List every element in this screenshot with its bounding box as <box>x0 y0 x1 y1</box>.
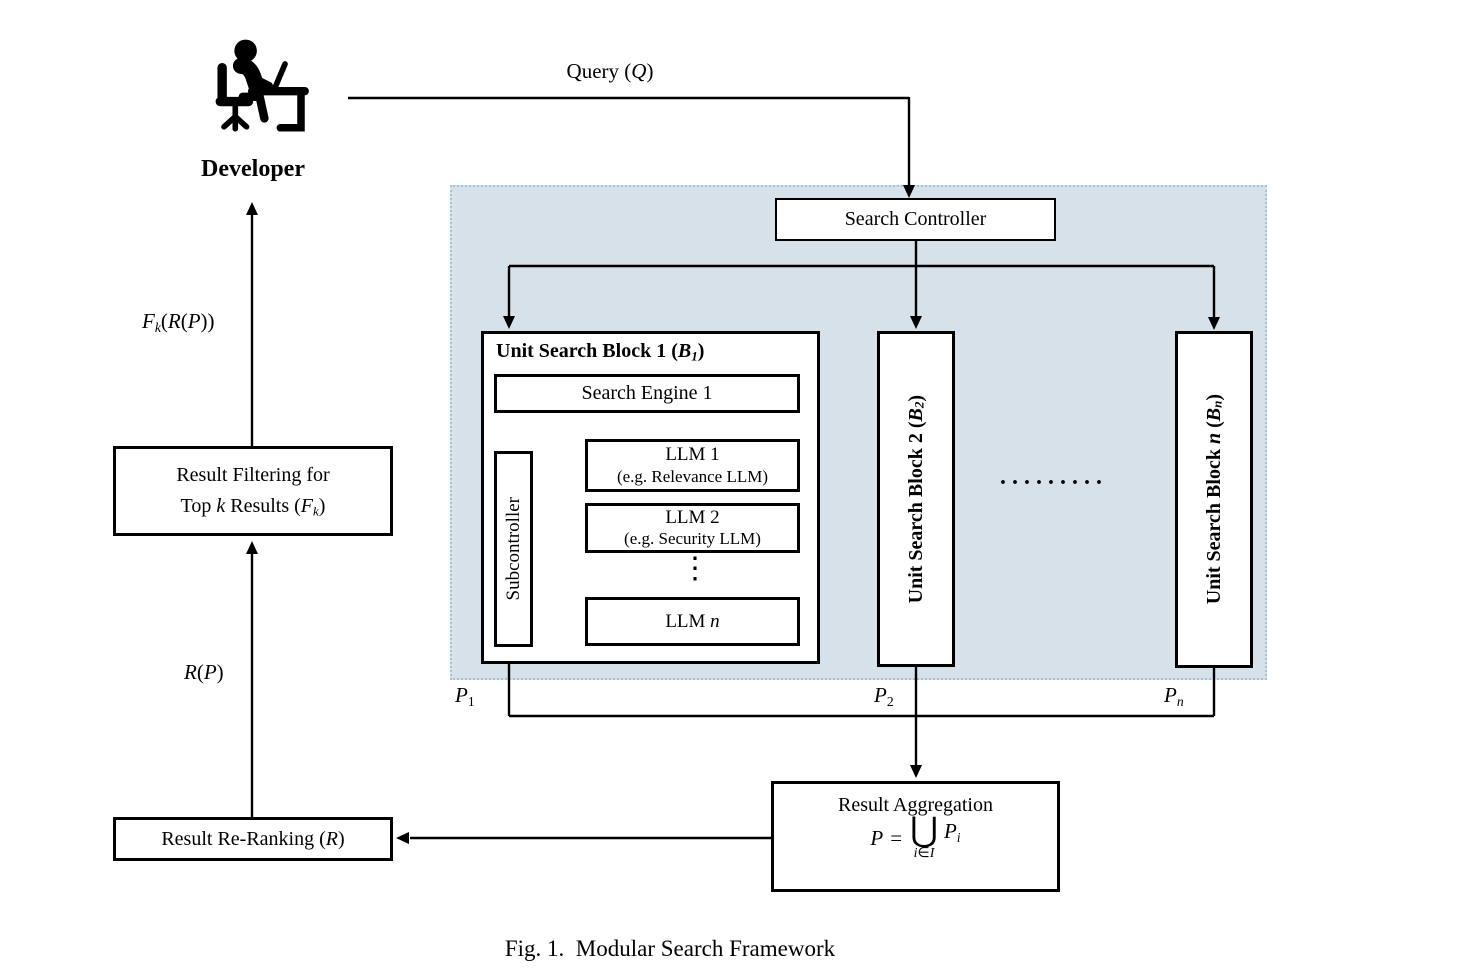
union-operator: ⋃ <box>910 812 938 849</box>
unit-search-block-1-title: Unit Search Block 1 (B1) <box>496 340 705 364</box>
edge-reranking-to-filtering <box>246 541 258 817</box>
llm-2-subtitle: (e.g. Security LLM) <box>624 529 761 549</box>
rp-label: R(P) <box>184 660 224 684</box>
result-filtering-line2: Top k Results (Fk) <box>180 495 326 519</box>
edge-aggregation-to-reranking <box>396 832 771 844</box>
result-reranking-label: Result Re-Ranking (R) <box>161 827 345 850</box>
union-term: Pi <box>943 818 961 845</box>
unit-search-block-2: Unit Search Block 2 (B2) <box>877 331 955 667</box>
llm-n-box: LLM n <box>585 597 800 646</box>
llm-1-box: LLM 1 (e.g. Relevance LLM) <box>585 439 800 492</box>
result-filtering-box: Result Filtering for Top k Results (Fk) <box>113 446 393 536</box>
search-controller-box: Search Controller <box>775 198 1056 241</box>
search-engine-1-label: Search Engine 1 <box>581 382 713 404</box>
llm-n-label: LLM n <box>665 610 720 632</box>
result-aggregation-title: Result Aggregation <box>838 794 993 816</box>
llm-2-box: LLM 2 (e.g. Security LLM) <box>585 503 800 553</box>
fk-rp-label: Fk(R(P)) <box>142 309 215 335</box>
developer-at-desk-icon <box>215 39 309 132</box>
llm-ellipsis-vertical: ⋮ <box>680 552 710 585</box>
search-controller-label: Search Controller <box>844 208 987 230</box>
blocks-ellipsis-horizontal: ......... <box>1000 464 1108 490</box>
result-reranking-box: Result Re-Ranking (R) <box>113 817 393 861</box>
subcontroller-box: Subcontroller <box>494 451 533 647</box>
unit-search-block-n: Unit Search Block n (Bn) <box>1175 331 1253 668</box>
unit-search-block-1: Unit Search Block 1 (B1) Search Engine 1… <box>481 331 820 664</box>
edge-controller-fanout <box>503 240 1220 330</box>
unit-search-block-n-title: Unit Search Block n (Bn) <box>1202 394 1225 605</box>
search-engine-1-box: Search Engine 1 <box>494 374 800 413</box>
aggregation-formula: P = ⋃ i∈I Pi <box>870 812 961 861</box>
figure-caption: Fig. 1. Modular Search Framework <box>504 936 836 961</box>
result-aggregation-box: Result Aggregation P = ⋃ i∈I Pi <box>771 781 1060 892</box>
llm-2-title: LLM 2 <box>665 506 720 528</box>
edge-filtering-to-developer <box>246 202 258 446</box>
pn-label: Pn <box>1164 683 1184 709</box>
p1-label: P1 <box>455 683 475 709</box>
union-condition: i∈I <box>913 845 935 861</box>
llm-1-subtitle: (e.g. Relevance LLM) <box>616 466 769 486</box>
edge-query <box>348 96 915 198</box>
query-label: Query (Q) <box>566 59 654 83</box>
edge-results-collect <box>507 664 1216 778</box>
result-filtering-line1: Result Filtering for <box>176 464 330 486</box>
unit-search-block-2-title: Unit Search Block 2 (B2) <box>904 394 927 604</box>
developer-label: Developer <box>201 156 305 182</box>
llm-1-title: LLM 1 <box>665 444 720 466</box>
p2-label: P2 <box>874 683 894 709</box>
subcontroller-label: Subcontroller <box>502 497 524 601</box>
